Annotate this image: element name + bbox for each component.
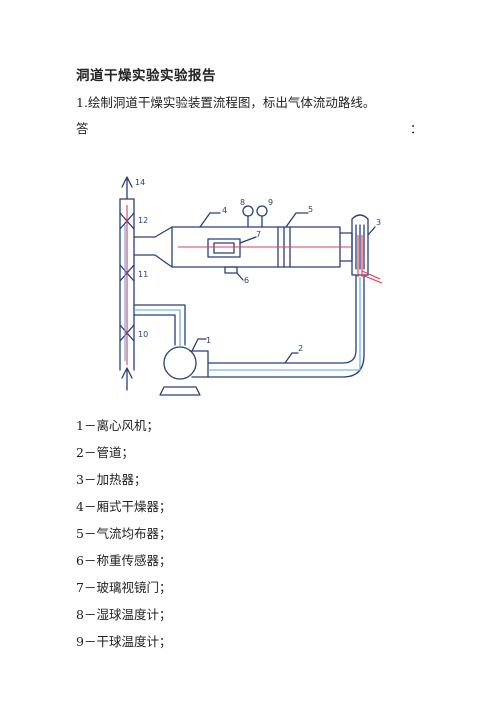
page-title: 洞道干燥实验实验报告 [76, 68, 216, 84]
legend-item: 6－称重传感器； [76, 553, 172, 568]
heater-body [351, 214, 369, 276]
label-leader-4 [199, 212, 221, 228]
diagram-label: 7 [256, 230, 261, 239]
diagram-label: 4 [222, 206, 227, 215]
thermometer-stems [247, 215, 263, 228]
legend-item: 5－气流均布器； [76, 526, 172, 541]
label-leader-2 [284, 352, 299, 364]
fan-base [159, 386, 201, 396]
label-leader-5 [285, 212, 309, 228]
thermometer-wet [242, 205, 254, 217]
diagram-label: 3 [376, 218, 381, 227]
component-legend: 1－离心风机； 2－管道； 3－加热器； 4－厢式干燥器； 5－气流均布器； 6… [76, 418, 171, 661]
weighing-sensor [224, 266, 238, 274]
glass-view-door-inner [213, 242, 235, 254]
air-path-blue [124, 225, 361, 371]
glass-view-door [207, 238, 241, 258]
legend-item: 4－厢式干燥器； [76, 499, 172, 514]
legend-item: 1－离心风机； [76, 418, 159, 433]
diagram-label: 10 [138, 330, 148, 339]
answer-label: 答 [76, 121, 89, 136]
legend-item: 2－管道； [76, 445, 134, 460]
diagram-label: 5 [308, 205, 313, 214]
column-to-drum-pipe [133, 226, 173, 268]
diagram-label: 2 [298, 344, 303, 353]
diagram-label: 12 [138, 216, 148, 225]
diagram-label: 14 [135, 178, 145, 187]
thermometer-dry [256, 205, 268, 217]
legend-item: 7－玻璃视镜门； [76, 580, 172, 595]
legend-item: 9－干球温度计； [76, 634, 172, 649]
inlet-arrow [121, 367, 133, 391]
diagram-label: 11 [138, 270, 148, 279]
diagram-label: 6 [244, 276, 249, 285]
fan-outlet [189, 350, 209, 378]
diagram-label: 1 [206, 336, 211, 345]
diagram-label: 9 [268, 198, 273, 207]
legend-item: 8－湿球温度计； [76, 607, 172, 622]
answer-colon: ： [410, 121, 423, 136]
return-pipe [207, 274, 365, 378]
legend-item: 3－加热器； [76, 472, 147, 487]
column-to-fan-duct [133, 304, 186, 346]
diagram-label: 8 [240, 198, 245, 207]
question-text: 1.绘制洞道干燥实验装置流程图，标出气体流动路线。 [76, 95, 376, 110]
outlet-arrow [121, 176, 133, 200]
label-leader-1 [191, 338, 207, 352]
label-leader-6 [236, 272, 244, 281]
label-leader-7 [239, 236, 257, 244]
air-path-red-exit [361, 270, 383, 284]
air-path-red [126, 205, 363, 365]
heater-coil [355, 224, 365, 270]
apparatus-diagram: 1 2 3 4 5 6 7 8 9 10 11 12 14 [119, 176, 383, 396]
centrifugal-fan [163, 346, 197, 380]
label-leader-3 [367, 226, 376, 236]
